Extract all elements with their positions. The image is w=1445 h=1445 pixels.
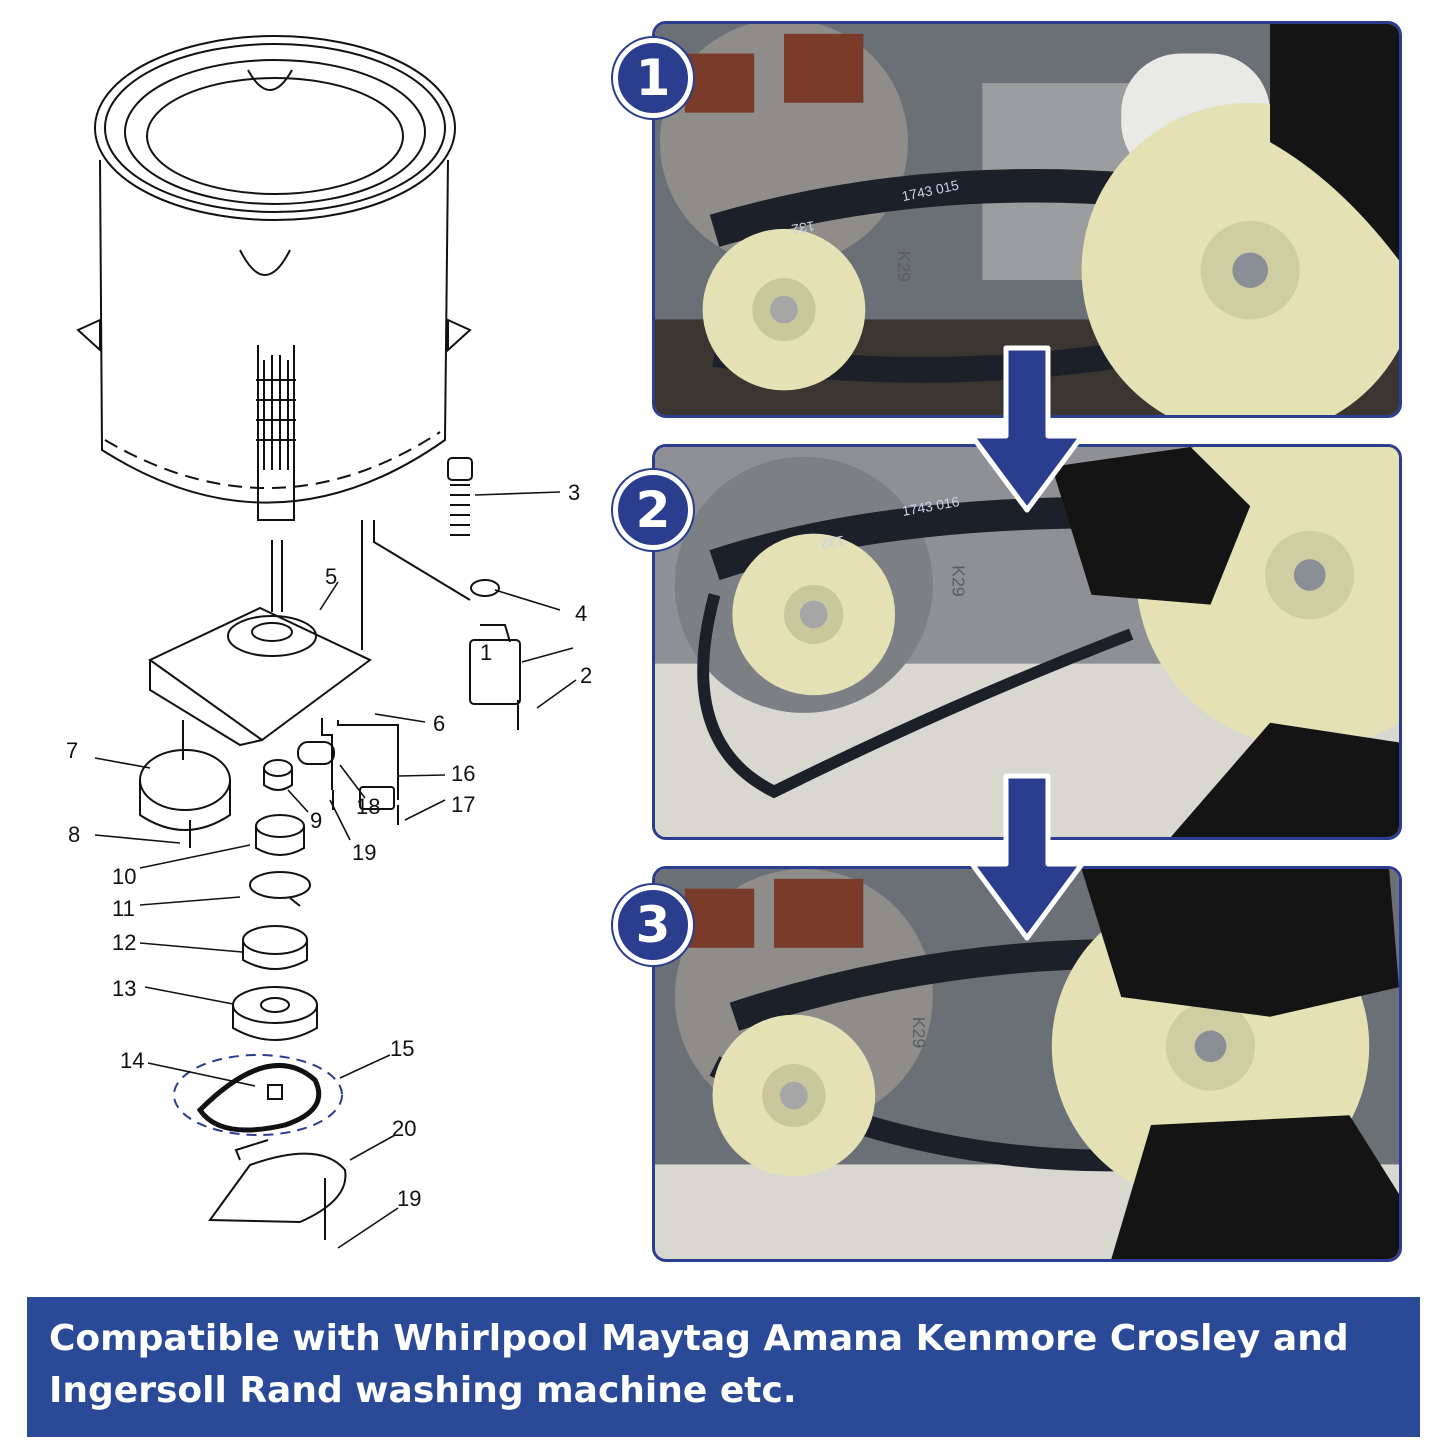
part-label: 11 xyxy=(112,896,135,921)
installation-photo-step-3: K29 xyxy=(652,866,1402,1262)
switch-drawing xyxy=(359,786,395,810)
belt-guard-drawing xyxy=(208,1139,347,1240)
part-label: 14 xyxy=(120,1048,144,1073)
step-badge-1: 1 xyxy=(613,38,693,118)
drive-belt-drawing xyxy=(173,1054,343,1136)
banner-line-2: Ingersoll Rand washing machine etc. xyxy=(49,1370,797,1411)
part-label: 7 xyxy=(66,738,78,763)
part-label: 15 xyxy=(390,1036,414,1061)
motor-marking: K29 xyxy=(894,251,914,283)
part-label: 13 xyxy=(112,976,136,1001)
part-label: 8 xyxy=(68,822,80,847)
washer-tub-drawing xyxy=(76,35,472,521)
part-label: 5 xyxy=(325,564,337,589)
part-label: 19 xyxy=(397,1186,421,1211)
part-label: 17 xyxy=(451,792,475,817)
banner-line-1: Compatible with Whirlpool Maytag Amana K… xyxy=(49,1318,1349,1359)
motor-drawing xyxy=(139,720,231,848)
motor-marking: K29 xyxy=(949,565,969,597)
compatibility-banner: Compatible with Whirlpool Maytag Amana K… xyxy=(27,1297,1420,1437)
arrow-down-icon xyxy=(969,773,1085,941)
part-label: 20 xyxy=(392,1116,416,1141)
step-badge-2: 2 xyxy=(613,470,693,550)
part-label: 2 xyxy=(580,663,592,688)
capacitor-drawing xyxy=(297,741,335,765)
arrow-down-icon xyxy=(969,345,1085,513)
gearcase-plate-drawing xyxy=(148,520,372,747)
part-label: 16 xyxy=(451,761,475,786)
exploded-parts-diagram: 1 2 3 4 5 6 7 8 9 10 11 12 13 14 15 16 1… xyxy=(66,35,592,1249)
part-label: 19 xyxy=(352,840,376,865)
part-label: 18 xyxy=(356,794,380,819)
spring-and-valve-drawing xyxy=(373,457,521,730)
belt-marking: 132 xyxy=(820,533,846,553)
motor-marking: K29 xyxy=(909,1017,929,1049)
part-label: 6 xyxy=(433,711,445,736)
installation-photo-step-2: 1743 016 132 K29 xyxy=(652,444,1402,840)
part-label: 12 xyxy=(112,930,136,955)
step-badge-3: 3 xyxy=(613,885,693,965)
part-label: 1 xyxy=(480,640,492,665)
belt-marking: 132 xyxy=(790,218,816,238)
part-label: 3 xyxy=(568,480,580,505)
clutch-stack-drawing xyxy=(232,759,318,1041)
part-label: 9 xyxy=(310,808,322,833)
part-label: 10 xyxy=(112,864,136,889)
part-label: 4 xyxy=(575,601,587,626)
